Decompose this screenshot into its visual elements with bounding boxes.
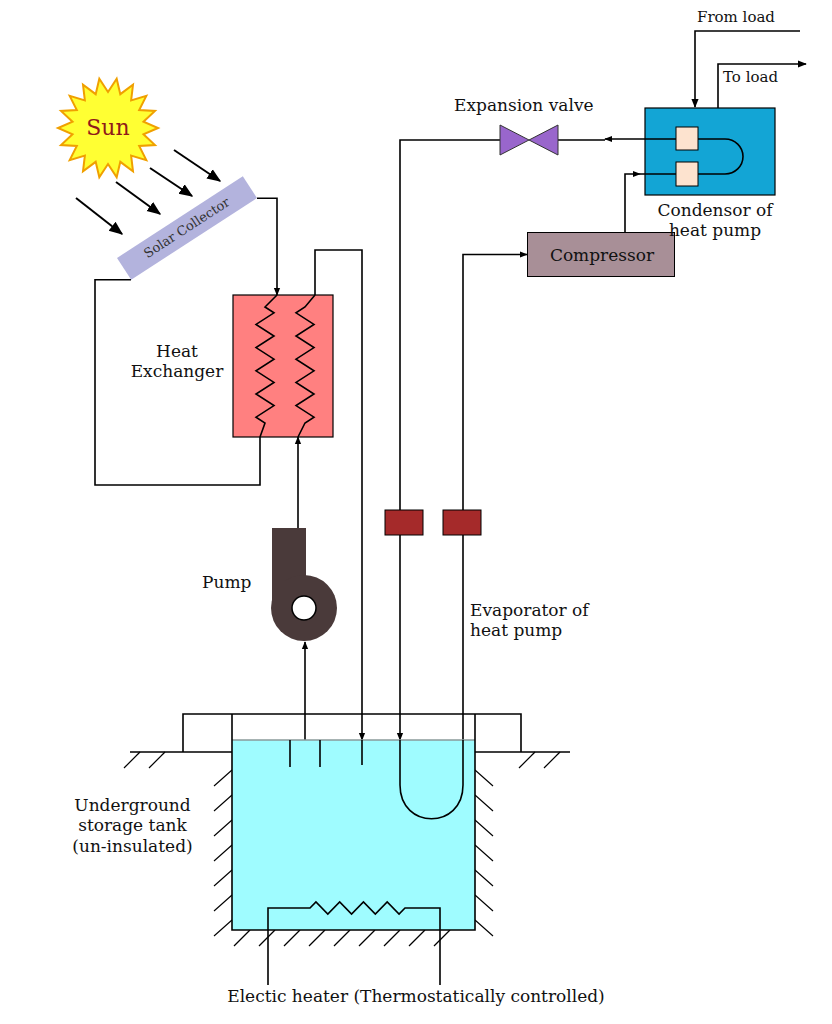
evaporator-coil [400,740,463,819]
heat-exchanger-coil [256,295,277,437]
ground-hatch [234,930,250,946]
node-label: Heat Exchanger [126,341,228,382]
sun-ray-arrow [174,150,220,181]
pipe-connector [297,437,299,528]
node-label: Condensor of heat pump [640,200,790,241]
evaporator-label: Evaporator of heat pump [470,600,610,641]
pipe-connector [625,174,640,232]
sun-ray-arrow [116,182,160,214]
pipe-connector [400,140,450,740]
ground-hatch [214,845,232,861]
tank-wall [232,714,475,930]
heat-exchanger-coil [296,295,315,437]
pump-casing [271,575,337,641]
solar-collector: Solar Collector [117,176,257,280]
ground-hatch [359,930,375,946]
pipe-connector [463,255,527,741]
ground-hatch [475,770,493,786]
ground-hatch [214,870,232,886]
sun-outline [58,79,158,177]
pipe-connector [257,198,277,295]
electric-heater [268,902,440,985]
load-inlet-label: From load [697,8,775,26]
ground-hatch [475,845,493,861]
tank-water-surface [232,739,475,741]
condenser-pipe [640,139,676,174]
sun-ray-arrow [76,198,122,234]
pipe-connector [304,642,306,740]
from-load-pipe [695,31,800,107]
to-load-pipe [718,64,806,108]
evaporator-block [443,510,481,535]
ground-hatch [519,752,535,768]
ground-hatch [214,770,232,786]
ground-hatch [475,920,493,936]
condenser-port [676,127,698,150]
ground-hatch [214,895,232,911]
ground-hatch [214,795,232,811]
ground-hatch [475,795,493,811]
storage-tank: Underground storage tank (un-insulated) [60,740,475,930]
ground-hatch [544,752,560,768]
valve-symbol [500,125,558,155]
condenser-unit: Condensor of heat pump [640,108,790,232]
ground-hatch [259,930,275,946]
ground-hatch [334,930,350,946]
pipe-connector [605,138,640,140]
pump-impeller [292,596,316,620]
condenser-coil [698,139,743,174]
ground-hatch [284,930,300,946]
ground-hatch [214,920,232,936]
ground-hatch [434,930,450,946]
node-label: Underground storage tank (un-insulated) [60,795,205,856]
node-label: Solar Collector [117,176,257,280]
ground-hatch [475,820,493,836]
ground-hatch [214,820,232,836]
compressor-box: Compressor [527,232,675,277]
ground-hatch [409,930,425,946]
sun-ray-arrow [150,168,192,196]
expansion-valve: Expansion valve [450,95,605,155]
ground-hatch [309,930,325,946]
ground-hatch [384,930,400,946]
node-label: Compressor [528,233,676,278]
heat-exchanger-box [233,295,333,437]
tank-pipe [290,740,362,767]
ground-hatch [475,895,493,911]
ground-hatch [149,752,165,768]
load-outlet-label: To load [723,68,778,86]
condenser-port [676,162,698,186]
ground-hatch [475,870,493,886]
heater-label: Electic heater (Thermostatically control… [100,986,732,1006]
evaporator-block [385,510,423,535]
condenser-box [645,108,775,195]
node-label: Expansion valve [454,95,594,115]
tank-water [232,740,475,930]
sun-star: Sun [58,78,158,178]
pump: Pump [200,528,340,642]
node-label: Sun [58,78,158,178]
ground-hatch [124,752,140,768]
node-label: Pump [202,572,251,592]
heat-exchanger: Heat Exchanger [126,295,335,437]
